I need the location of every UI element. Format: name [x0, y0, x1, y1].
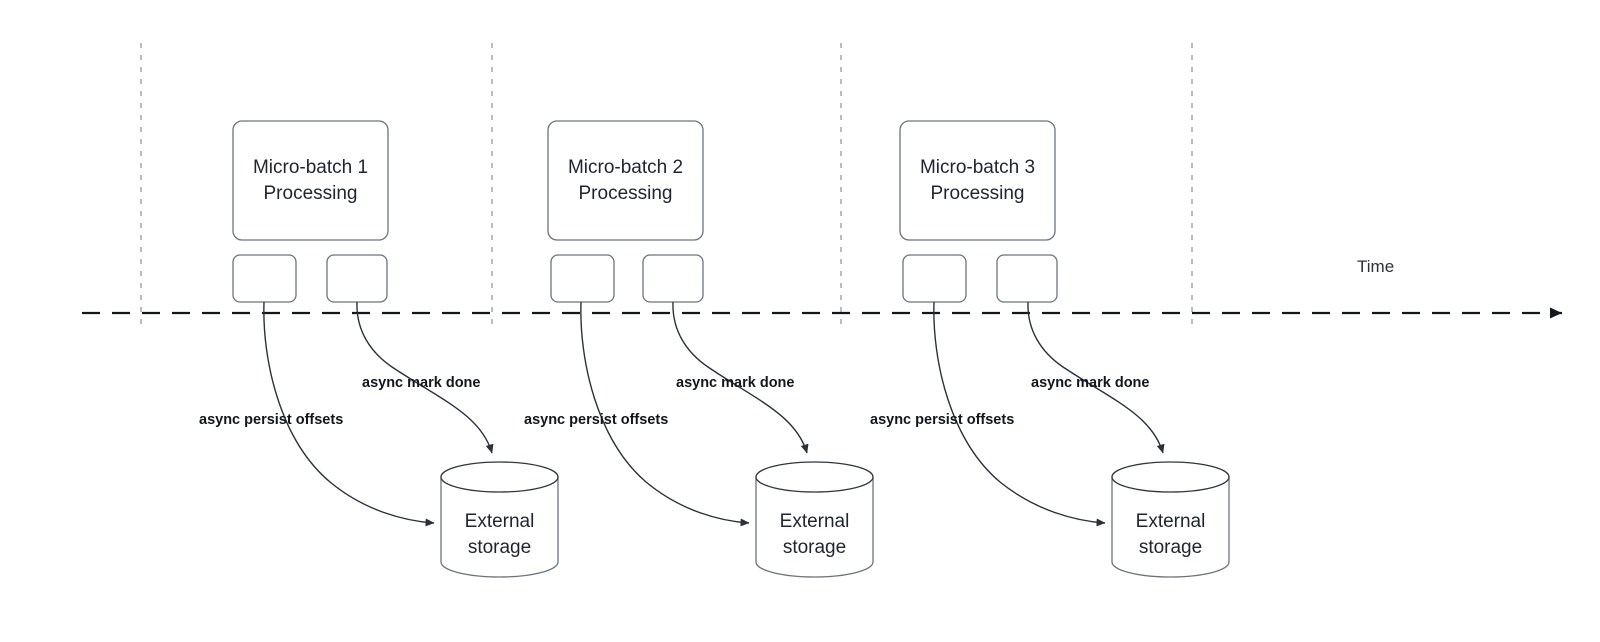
micro-batch-3-persist-offsets-label: async persist offsets: [870, 412, 1014, 428]
micro-batch-2-task-box-left[interactable]: [550, 254, 615, 303]
micro-batch-2-label-line2: Processing: [579, 183, 673, 204]
time-axis-label: Time: [1357, 257, 1394, 276]
micro-batch-2-external-storage[interactable]: External storage: [755, 461, 874, 578]
micro-batch-1-storage-label-line2: storage: [468, 537, 531, 558]
micro-batch-1-label-line1: Micro-batch 1: [253, 157, 368, 178]
micro-batch-1-persist-offsets-label: async persist offsets: [199, 412, 343, 428]
micro-batch-3-storage-label-line2: storage: [1139, 537, 1202, 558]
micro-batch-2-persist-offsets-edge: [580, 301, 750, 527]
micro-batch-2-task-box-right[interactable]: [642, 254, 704, 303]
micro-batch-1-external-storage[interactable]: External storage: [440, 461, 559, 578]
micro-batch-3-mark-done-edge: [1027, 301, 1165, 454]
micro-batch-3-task-box-right[interactable]: [996, 254, 1058, 303]
micro-batch-2-persist-offsets-label: async persist offsets: [524, 412, 668, 428]
micro-batch-1-storage-label-line1: External: [465, 511, 535, 532]
micro-batch-3-external-storage[interactable]: External storage: [1111, 461, 1230, 578]
micro-batch-1-persist-offsets-edge: [263, 301, 435, 527]
micro-batch-1-mark-done-edge: [356, 301, 494, 454]
micro-batch-2-storage-label-line2: storage: [783, 537, 846, 558]
micro-batch-2-group: Micro-batch 2 Processing async persist o…: [524, 120, 874, 578]
micro-batch-1-task-box-right[interactable]: [326, 254, 388, 303]
micro-batch-1-mark-done-label: async mark done: [362, 375, 480, 391]
micro-batch-1-group: Micro-batch 1 Processing async persist o…: [199, 120, 559, 578]
micro-batch-2-storage-label-line1: External: [780, 511, 850, 532]
micro-batch-3-label-line2: Processing: [931, 183, 1025, 204]
micro-batch-3-storage-label-line1: External: [1136, 511, 1206, 532]
micro-batch-2-mark-done-edge: [672, 301, 809, 454]
micro-batch-2-label-line1: Micro-batch 2: [568, 157, 683, 178]
micro-batch-3-label-line1: Micro-batch 3: [920, 157, 1035, 178]
micro-batch-3-task-box-left[interactable]: [902, 254, 967, 303]
micro-batch-3-group: Micro-batch 3 Processing async persist o…: [870, 120, 1230, 578]
micro-batch-2-mark-done-label: async mark done: [676, 375, 794, 391]
micro-batch-1-box[interactable]: [232, 120, 389, 241]
micro-batch-3-persist-offsets-edge: [933, 301, 1106, 527]
micro-batch-1-task-box-left[interactable]: [232, 254, 297, 303]
micro-batch-1-label-line2: Processing: [264, 183, 358, 204]
micro-batch-3-mark-done-label: async mark done: [1031, 375, 1149, 391]
micro-batch-2-box[interactable]: [547, 120, 704, 241]
micro-batch-3-box[interactable]: [899, 120, 1056, 241]
